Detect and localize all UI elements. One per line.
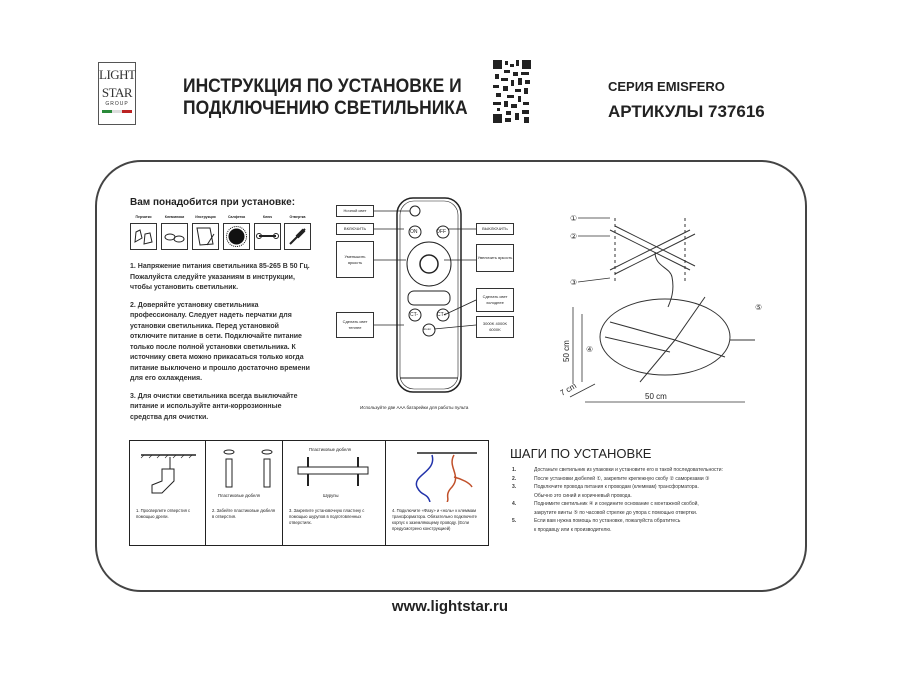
tool-label: Перчатки [135,215,152,219]
remote-button-on: ON [410,229,418,235]
label-night-light: Ночной свет [336,205,374,217]
title-line1: ИНСТРУКЦИЯ ПО УСТАНОВКЕ И [183,76,462,97]
step-text: Достаньте светильник из упаковки и устан… [534,467,723,473]
title-line2: ПОДКЛЮЧЕНИЮ СВЕТИЛЬНИКА [183,98,468,119]
step-text: Обычно это синий и коричневый провода. [534,492,632,499]
step-item: 3. Подключите провода питания к проводам … [512,483,802,492]
dimension-depth: 7 cm [560,381,578,398]
gloves-icon [130,223,157,250]
label-cold-light: Сделать свет холоднее [476,288,514,312]
install-table: 1. Просверлите отверстия с помощью дрели… [129,440,489,546]
step-item: 4. Поднимите светильник ④ и соедините осн… [512,500,802,509]
step-number: 3. [512,484,517,490]
step-text: После установки дюбелей ①, закрепите кре… [534,475,710,482]
logo-line3: GROUP [105,101,129,107]
paragraph-professional: 2. Доверяйте установку светильника профе… [130,301,310,383]
remote-button-off: OFF [436,229,446,235]
install-step-4: 4. Подключите «Фазу» и «ноль» к клеммам … [386,441,488,545]
wires-icon [415,452,477,502]
install-step-1-text: 1. Просверлите отверстия с помощью дрели… [136,508,191,519]
mounting-plate-icon [297,457,369,486]
remote-button-mode: 3color [423,327,432,331]
step-text: Поднимите светильник ④ и соедините основ… [534,501,699,507]
paragraph-cleaning: 3. Для очистки светильника всегда выключ… [130,392,298,421]
label-off: ВЫКЛЮЧИТЬ [476,223,514,235]
qr-code-icon [493,58,531,125]
step-item: 1. Достаньте светильник из упаковки и уст… [512,466,802,475]
label-on: ВКЛЮЧИТЬ [336,223,374,235]
instruction-icon [192,223,219,250]
step-text: Если вам нужна помощь по установке, пожа… [534,518,681,524]
label-dim-down: Уменьшить яркость [336,241,374,278]
step-text: Подключите провода питания к проводам (к… [534,484,699,490]
remote-connector-lines [374,210,476,330]
step-number: 2. [512,475,517,482]
label-temperatures: 3000K 4000K 6000K [476,316,514,338]
paragraphs: 1. Напряжение питания светильника 85-265… [130,262,315,430]
install-step-2-text: 2. Забейте пластиковые дюбеля в отверсти… [212,508,276,519]
terminal-block-icon [161,223,188,250]
tool-label: Инструкция [195,215,216,219]
marker-4: ④ [586,345,593,354]
website-link[interactable]: www.lightstar.ru [391,598,509,615]
install-step-1: 1. Просверлите отверстия с помощью дрели… [130,441,206,545]
tool-label: Отвертка [289,215,306,219]
series-label: СЕРИЯ EMISFERO [608,79,725,94]
tool-label: Клеммники [164,215,185,219]
step-text: к продавцу или к производителю. [534,526,612,533]
cloth-icon [223,223,250,250]
step-item: Обычно это синий и коричневый провода. [512,492,802,501]
step-text: закрутите винты ⑤ по часовой стрелке до … [534,509,698,516]
dowel-top-label: Пластиковые дюбеля [309,447,351,452]
lightstar-logo: LIGHT STAR GROUP [98,62,136,125]
marker-1: ① [570,214,577,223]
dowel-label: Пластиковые дюбеля [218,493,260,498]
fixture-diagram: ① ② ③ ④ ⑤ 50 cm 7 cm 50 cm [560,214,762,403]
step-item: к продавцу или к производителю. [512,526,802,535]
install-step-2: Пластиковые дюбеля 2. Забейте пластиковы… [206,441,283,545]
screwdriver-icon [284,223,311,250]
marker-5: ⑤ [755,303,762,312]
install-step-3-text: 3. Закрепите установочную пластину с пом… [289,508,365,525]
paragraph-voltage: 1. Напряжение питания светильника 85-265… [130,263,310,291]
step-item: 5. Если вам нужна помощь по установке, по… [512,517,802,526]
steps-title: ШАГИ ПО УСТАНОВКЕ [510,446,652,461]
marker-3: ③ [570,278,577,287]
install-step-4-text: 4. Подключите «Фазу» и «ноль» к клеммам … [392,508,477,531]
logo-line2: STAR [101,85,133,100]
remote-control-icon [396,197,462,393]
tool-label: Ключ [262,215,273,219]
flag-icon [102,110,132,113]
dowel-icon [223,449,273,488]
steps-list: 1. Достаньте светильник из упаковки и уст… [512,466,802,534]
step-number: 1. [512,467,517,473]
needs-title: Вам понадобится при установке: [130,197,296,208]
install-step-3: Пластиковые дюбеля Шурупы 3. Закрепите у… [283,441,386,545]
remote-caption: Используйте две AAA батарейки для работы… [360,405,469,410]
remote-button-ct-plus: CT+ [437,312,447,318]
step-number: 5. [512,518,517,524]
step-item: закрутите винты ⑤ по часовой стрелке до … [512,509,802,518]
drill-icon [140,454,196,494]
step-item: 2. После установки дюбелей ①, закрепите к… [512,475,802,484]
logo-line1: LIGHT [99,67,136,82]
step-number: 4. [512,501,517,507]
remote-button-ct-minus: CT- [410,312,419,318]
dimension-height: 50 cm [562,340,571,362]
article-label: АРТИКУЛЫ 737616 [608,102,765,121]
wrench-icon [254,223,281,250]
content-frame [95,160,807,592]
label-warm-light: Сделать свет теплее [336,312,374,338]
dimension-width: 50 cm [645,392,667,401]
tool-label: Салфетка [227,215,246,219]
screws-label: Шурупы [323,493,339,498]
marker-2: ② [570,232,577,241]
page-title: ИНСТРУКЦИЯ ПО УСТАНОВКЕ И ПОДКЛЮЧЕНИЮ СВ… [183,76,468,120]
label-dim-up: Увеличить яркость [476,244,514,272]
